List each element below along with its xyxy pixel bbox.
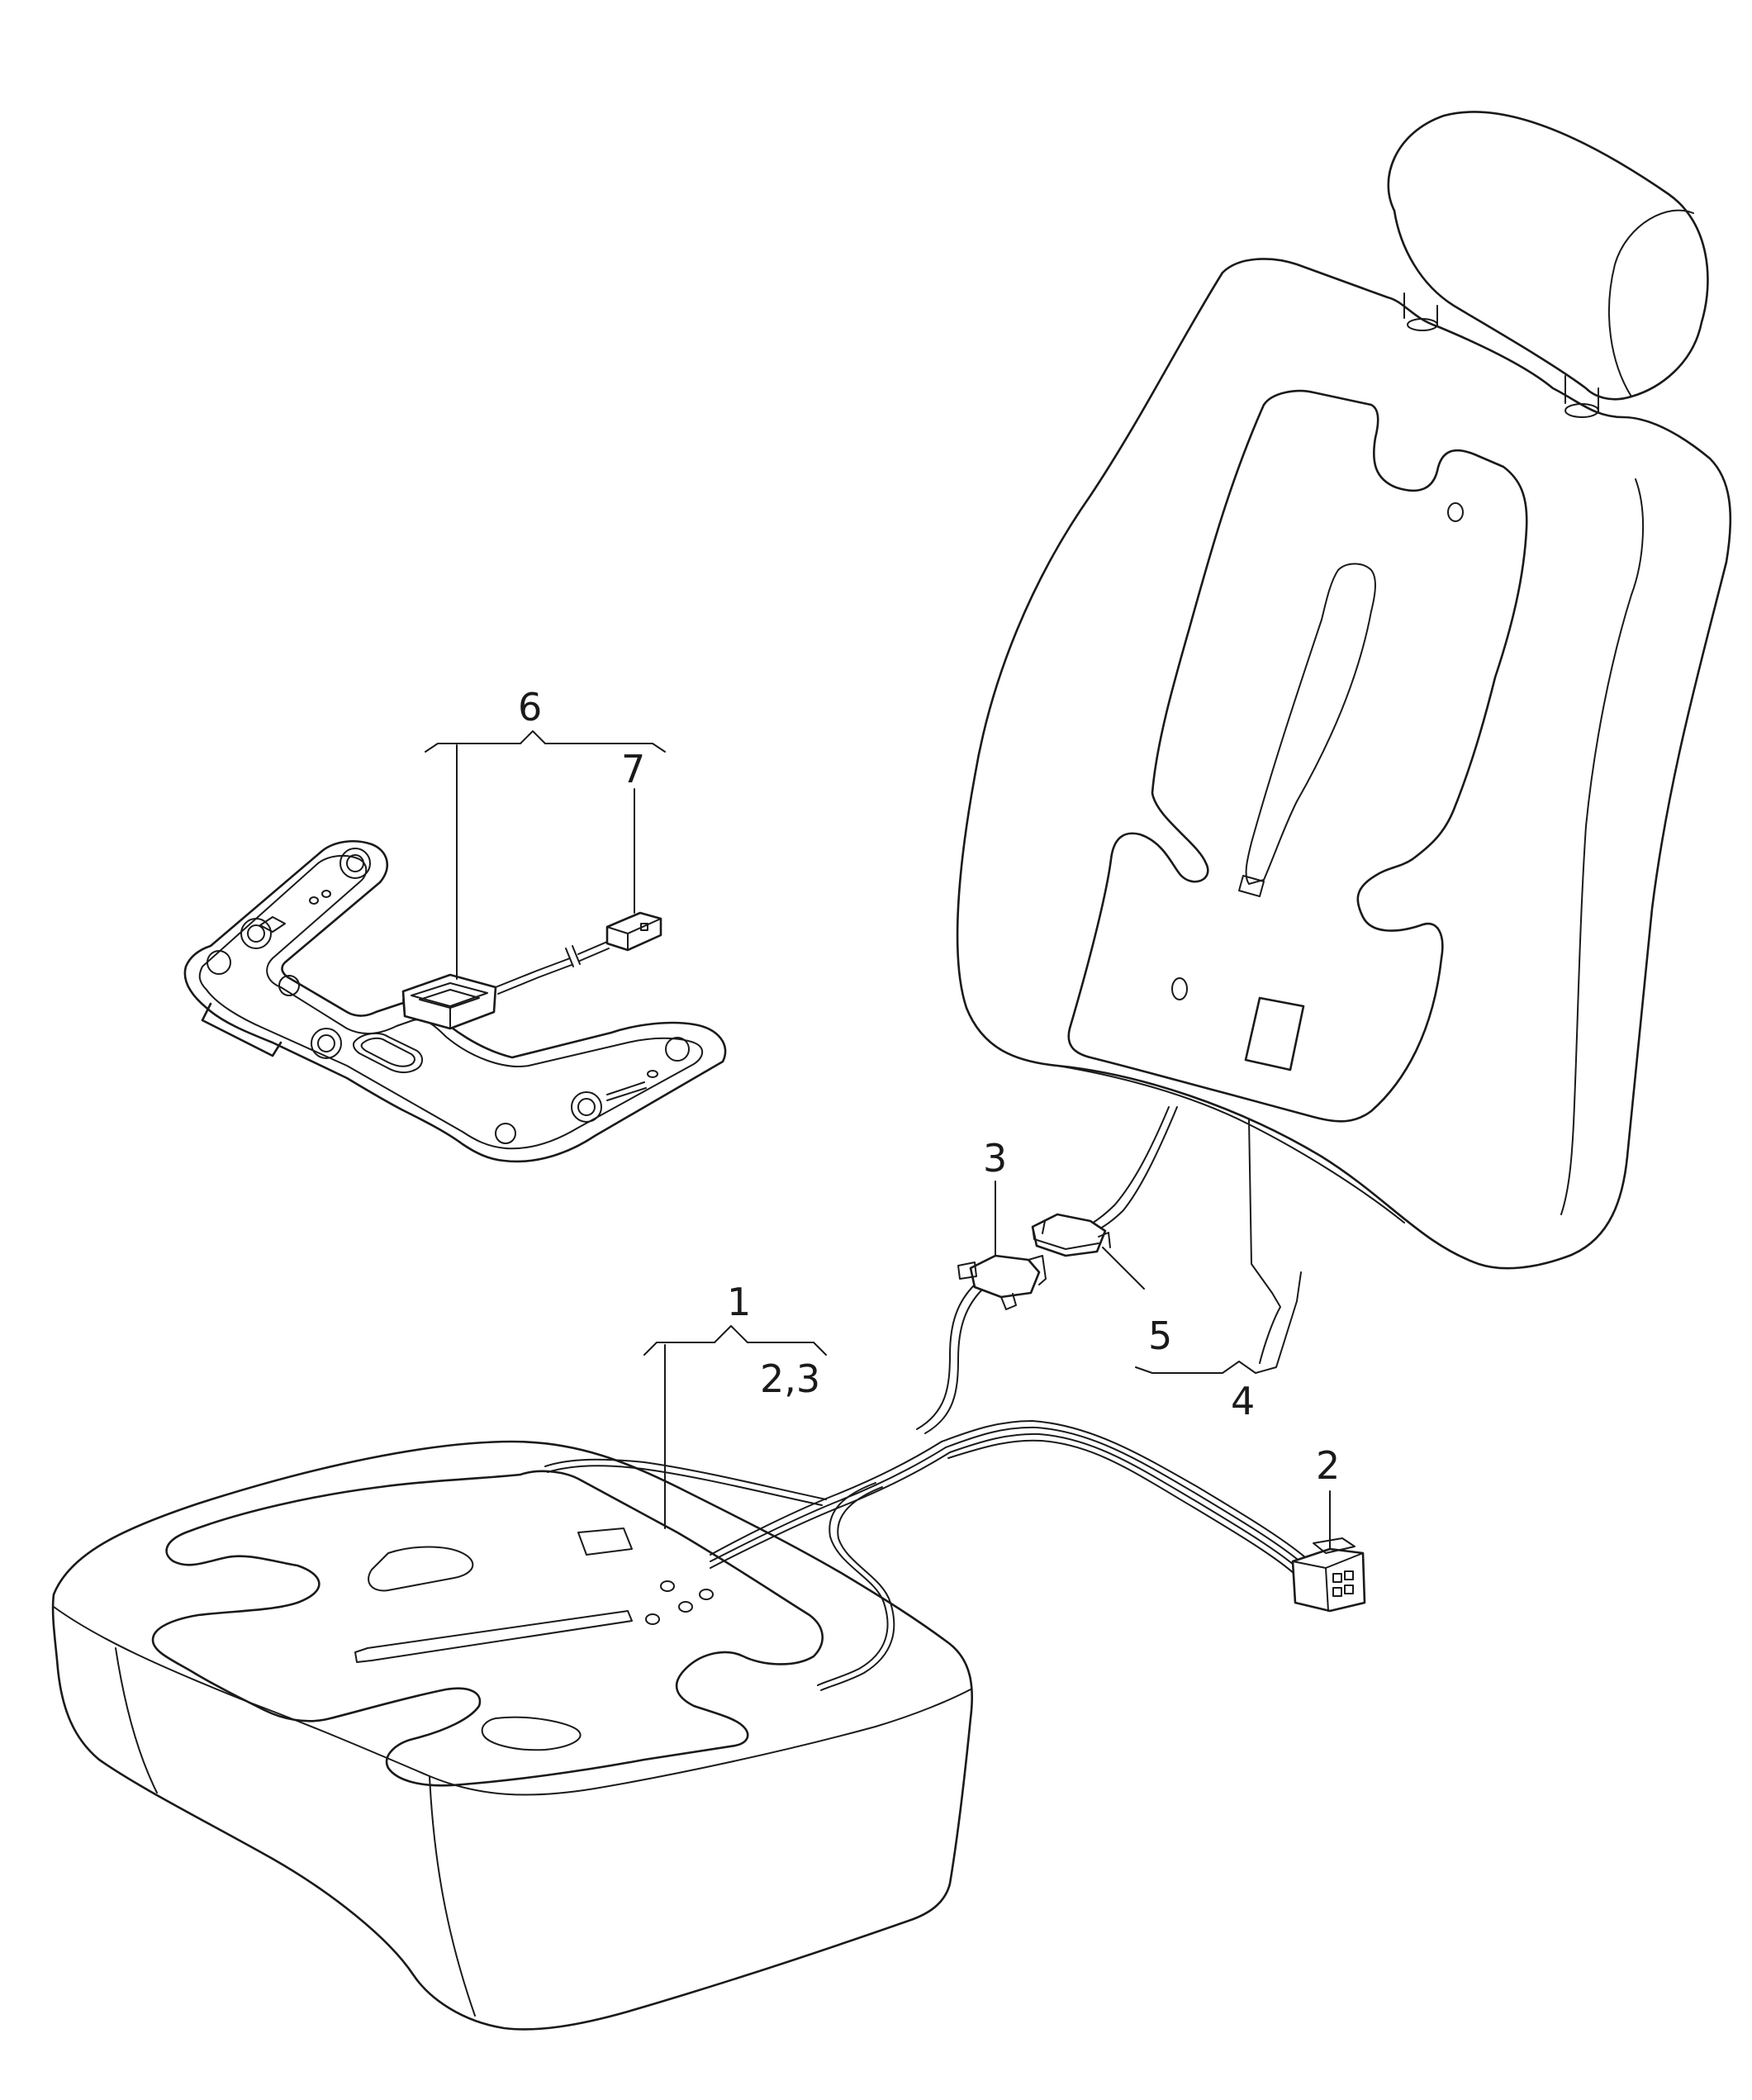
callout-3: 3 [983,1136,1007,1181]
callout-leaders [425,730,1331,1550]
headrest [1387,111,1709,418]
backrest-cable [1077,1106,1178,1238]
connector-2 [1291,1537,1366,1613]
backrest-heating-mat [1067,389,1528,1123]
callout-6: 6 [518,685,542,729]
connector-3 [957,1254,1047,1310]
heating-element-detail [183,839,727,1163]
callout-5: 5 [1148,1314,1172,1358]
seat-cushion [51,1440,973,2031]
callout-4: 4 [1231,1379,1255,1423]
main-wiring-harness [544,1284,1306,1691]
seat-heating-mat [151,1470,824,1787]
callout-1-sub: 2,3 [760,1356,820,1401]
connector-5 [1031,1213,1111,1257]
callout-1: 1 [727,1280,751,1324]
callout-2: 2 [1316,1443,1340,1488]
callout-7: 7 [621,747,645,791]
backrest-cushion [956,258,1732,1270]
